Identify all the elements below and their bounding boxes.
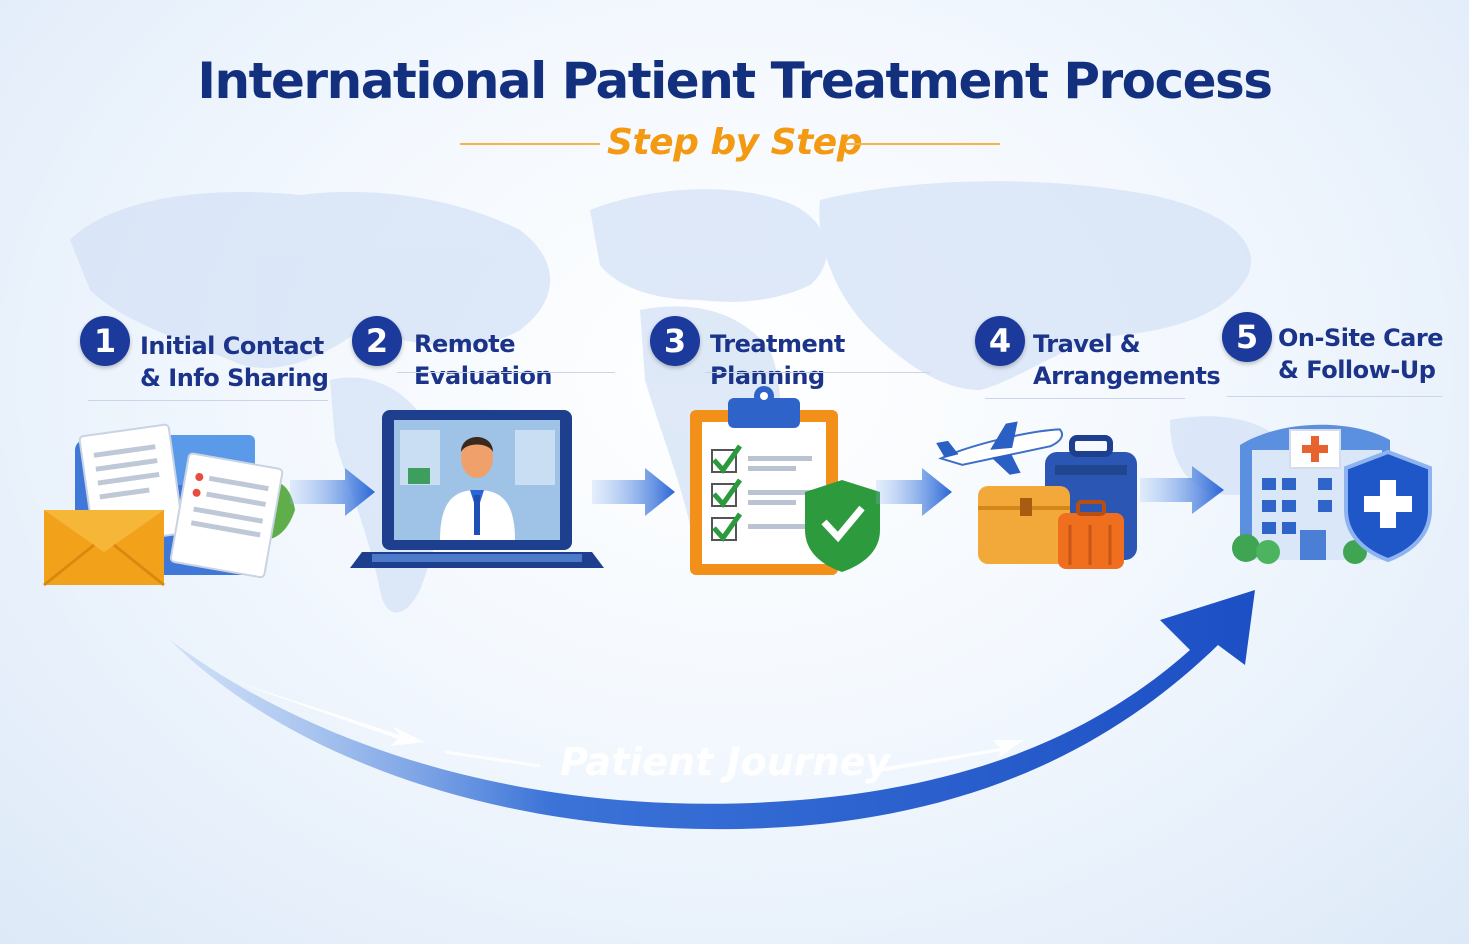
step-1-badge: 1 <box>80 316 130 366</box>
hospital-shield-icon <box>1232 424 1432 564</box>
plane-luggage-icon <box>936 421 1137 569</box>
subtitle-line-left <box>460 143 600 145</box>
step-5-label: On-Site Care & Follow-Up <box>1278 324 1444 384</box>
step-5-badge: 5 <box>1222 312 1272 362</box>
step-2-label: Remote Evaluation <box>414 330 553 390</box>
page-title: International Patient Treatment Process <box>197 52 1273 110</box>
arrow-2-to-3 <box>592 468 675 516</box>
arrow-3-to-4 <box>876 468 952 516</box>
step-1: 1 Initial Contact & Info Sharing <box>80 312 330 402</box>
patient-journey-arrow <box>170 590 1255 830</box>
laptop-doctor-icon <box>350 410 604 568</box>
step-3-label: Treatment Planning <box>710 330 845 390</box>
clipboard-checklist-icon <box>690 386 880 575</box>
step-4-badge: 4 <box>975 316 1025 366</box>
step-4-label: Travel & Arrangements <box>1033 330 1221 390</box>
step-4: 4 Travel & Arrangements <box>975 312 1221 402</box>
step-1-label: Initial Contact & Info Sharing <box>140 332 329 392</box>
step-3: 3 Treatment Planning <box>650 312 935 402</box>
arrow-4-to-5 <box>1140 466 1224 514</box>
step-1-divider <box>88 400 328 401</box>
step-3-divider <box>705 372 930 373</box>
step-2-divider <box>397 372 615 373</box>
step-5: 5 On-Site Care & Follow-Up <box>1222 312 1447 402</box>
subtitle-line-right <box>845 143 1000 145</box>
step-5-divider <box>1227 396 1442 397</box>
step-2-badge: 2 <box>352 316 402 366</box>
documents-envelope-icon <box>43 423 295 587</box>
arrow-1-to-2 <box>290 468 375 516</box>
subtitle-row: Step by Step <box>0 122 1469 172</box>
step-3-badge: 3 <box>650 316 700 366</box>
step-4-divider <box>985 398 1185 399</box>
step-2: 2 Remote Evaluation <box>352 312 617 402</box>
patient-journey-label: Patient Journey <box>560 740 891 784</box>
subtitle: Step by Step <box>607 122 862 163</box>
